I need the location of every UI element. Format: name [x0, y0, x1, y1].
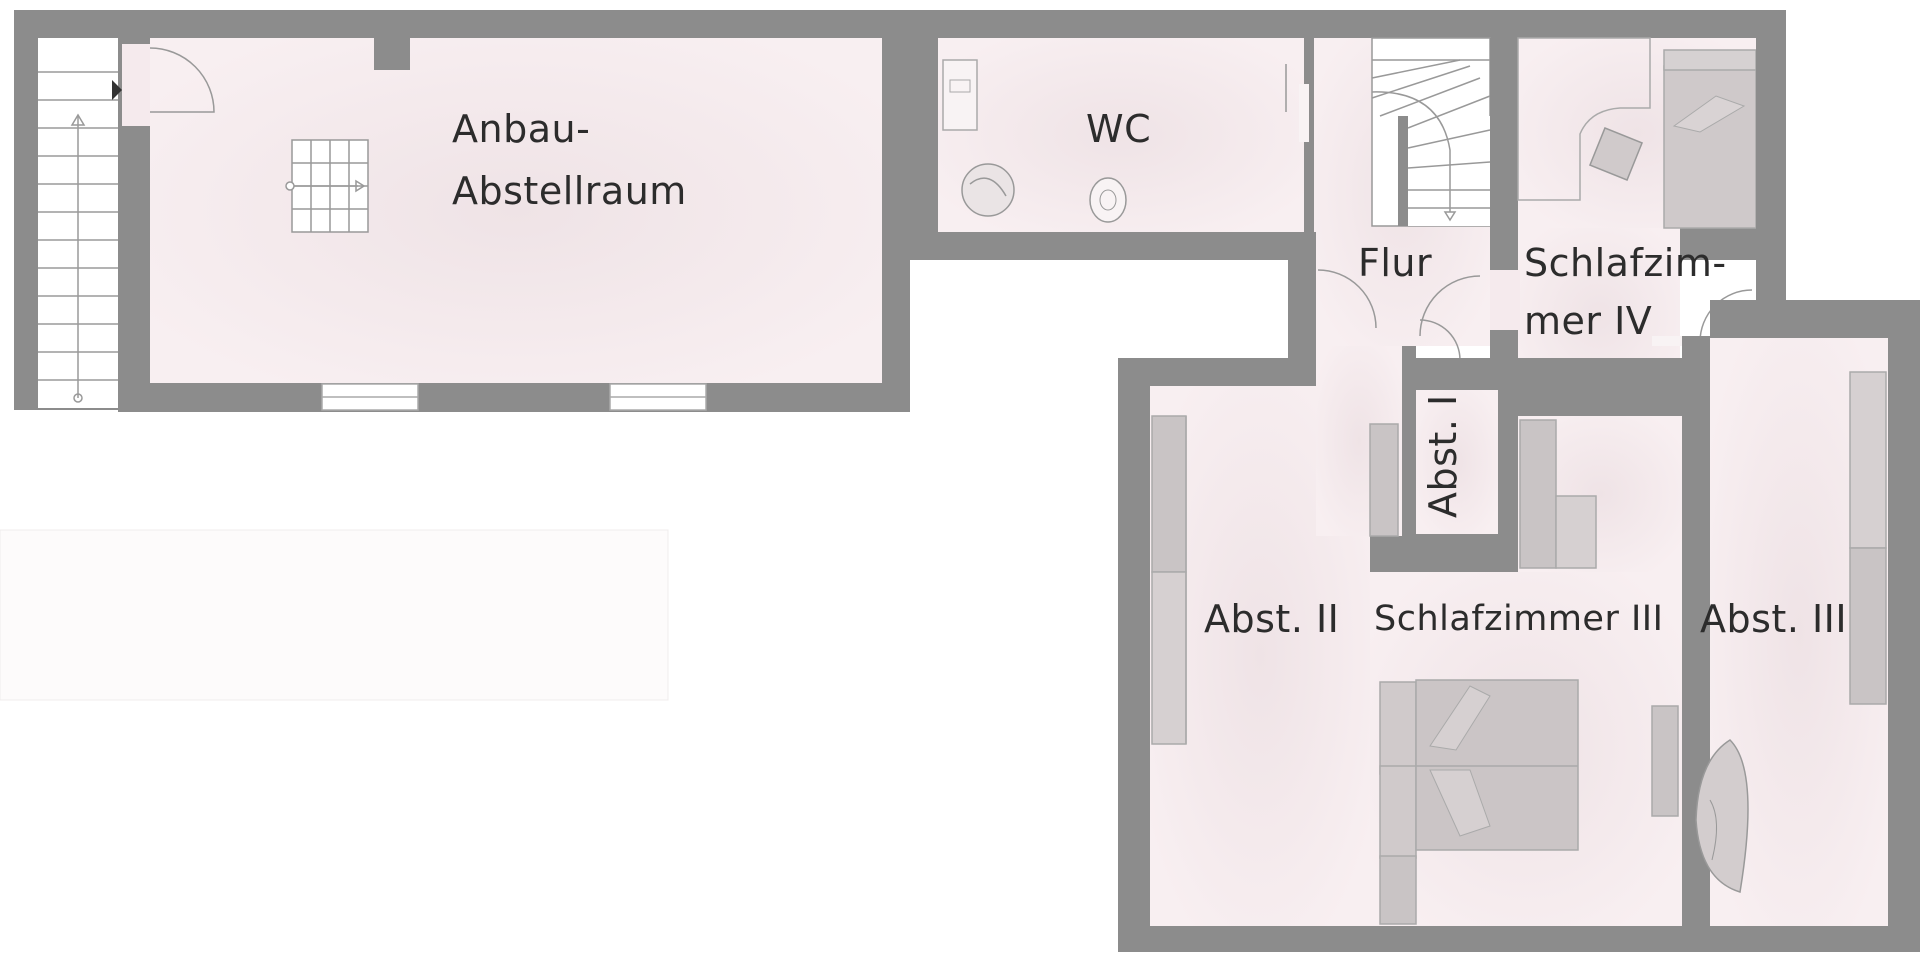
label-wc: WC — [1086, 107, 1152, 151]
label-schlafzimmer-iv-line2: mer IV — [1524, 299, 1653, 343]
room-abst-i — [1402, 346, 1518, 572]
label-anbau-line2: Abstellraum — [452, 169, 687, 213]
label-anbau-line1: Anbau- — [452, 107, 591, 151]
label-flur: Flur — [1358, 241, 1433, 285]
exterior-staircase — [14, 10, 118, 410]
label-abst-ii: Abst. II — [1204, 597, 1340, 641]
label-schlafzimmer-iii: Schlafzimmer III — [1374, 599, 1664, 639]
room-abst-iii — [1682, 300, 1920, 952]
label-abst-iii: Abst. III — [1700, 597, 1848, 641]
room-schlafzimmer-iii — [1370, 416, 1682, 926]
room-abst-ii — [1151, 415, 1399, 745]
label-schlafzimmer-iv-line1: Schlafzim- — [1524, 241, 1727, 285]
blank-panel — [0, 529, 669, 701]
label-abst-i: Abst. I — [1421, 394, 1465, 518]
room-anbau-abstellraum — [112, 10, 910, 412]
